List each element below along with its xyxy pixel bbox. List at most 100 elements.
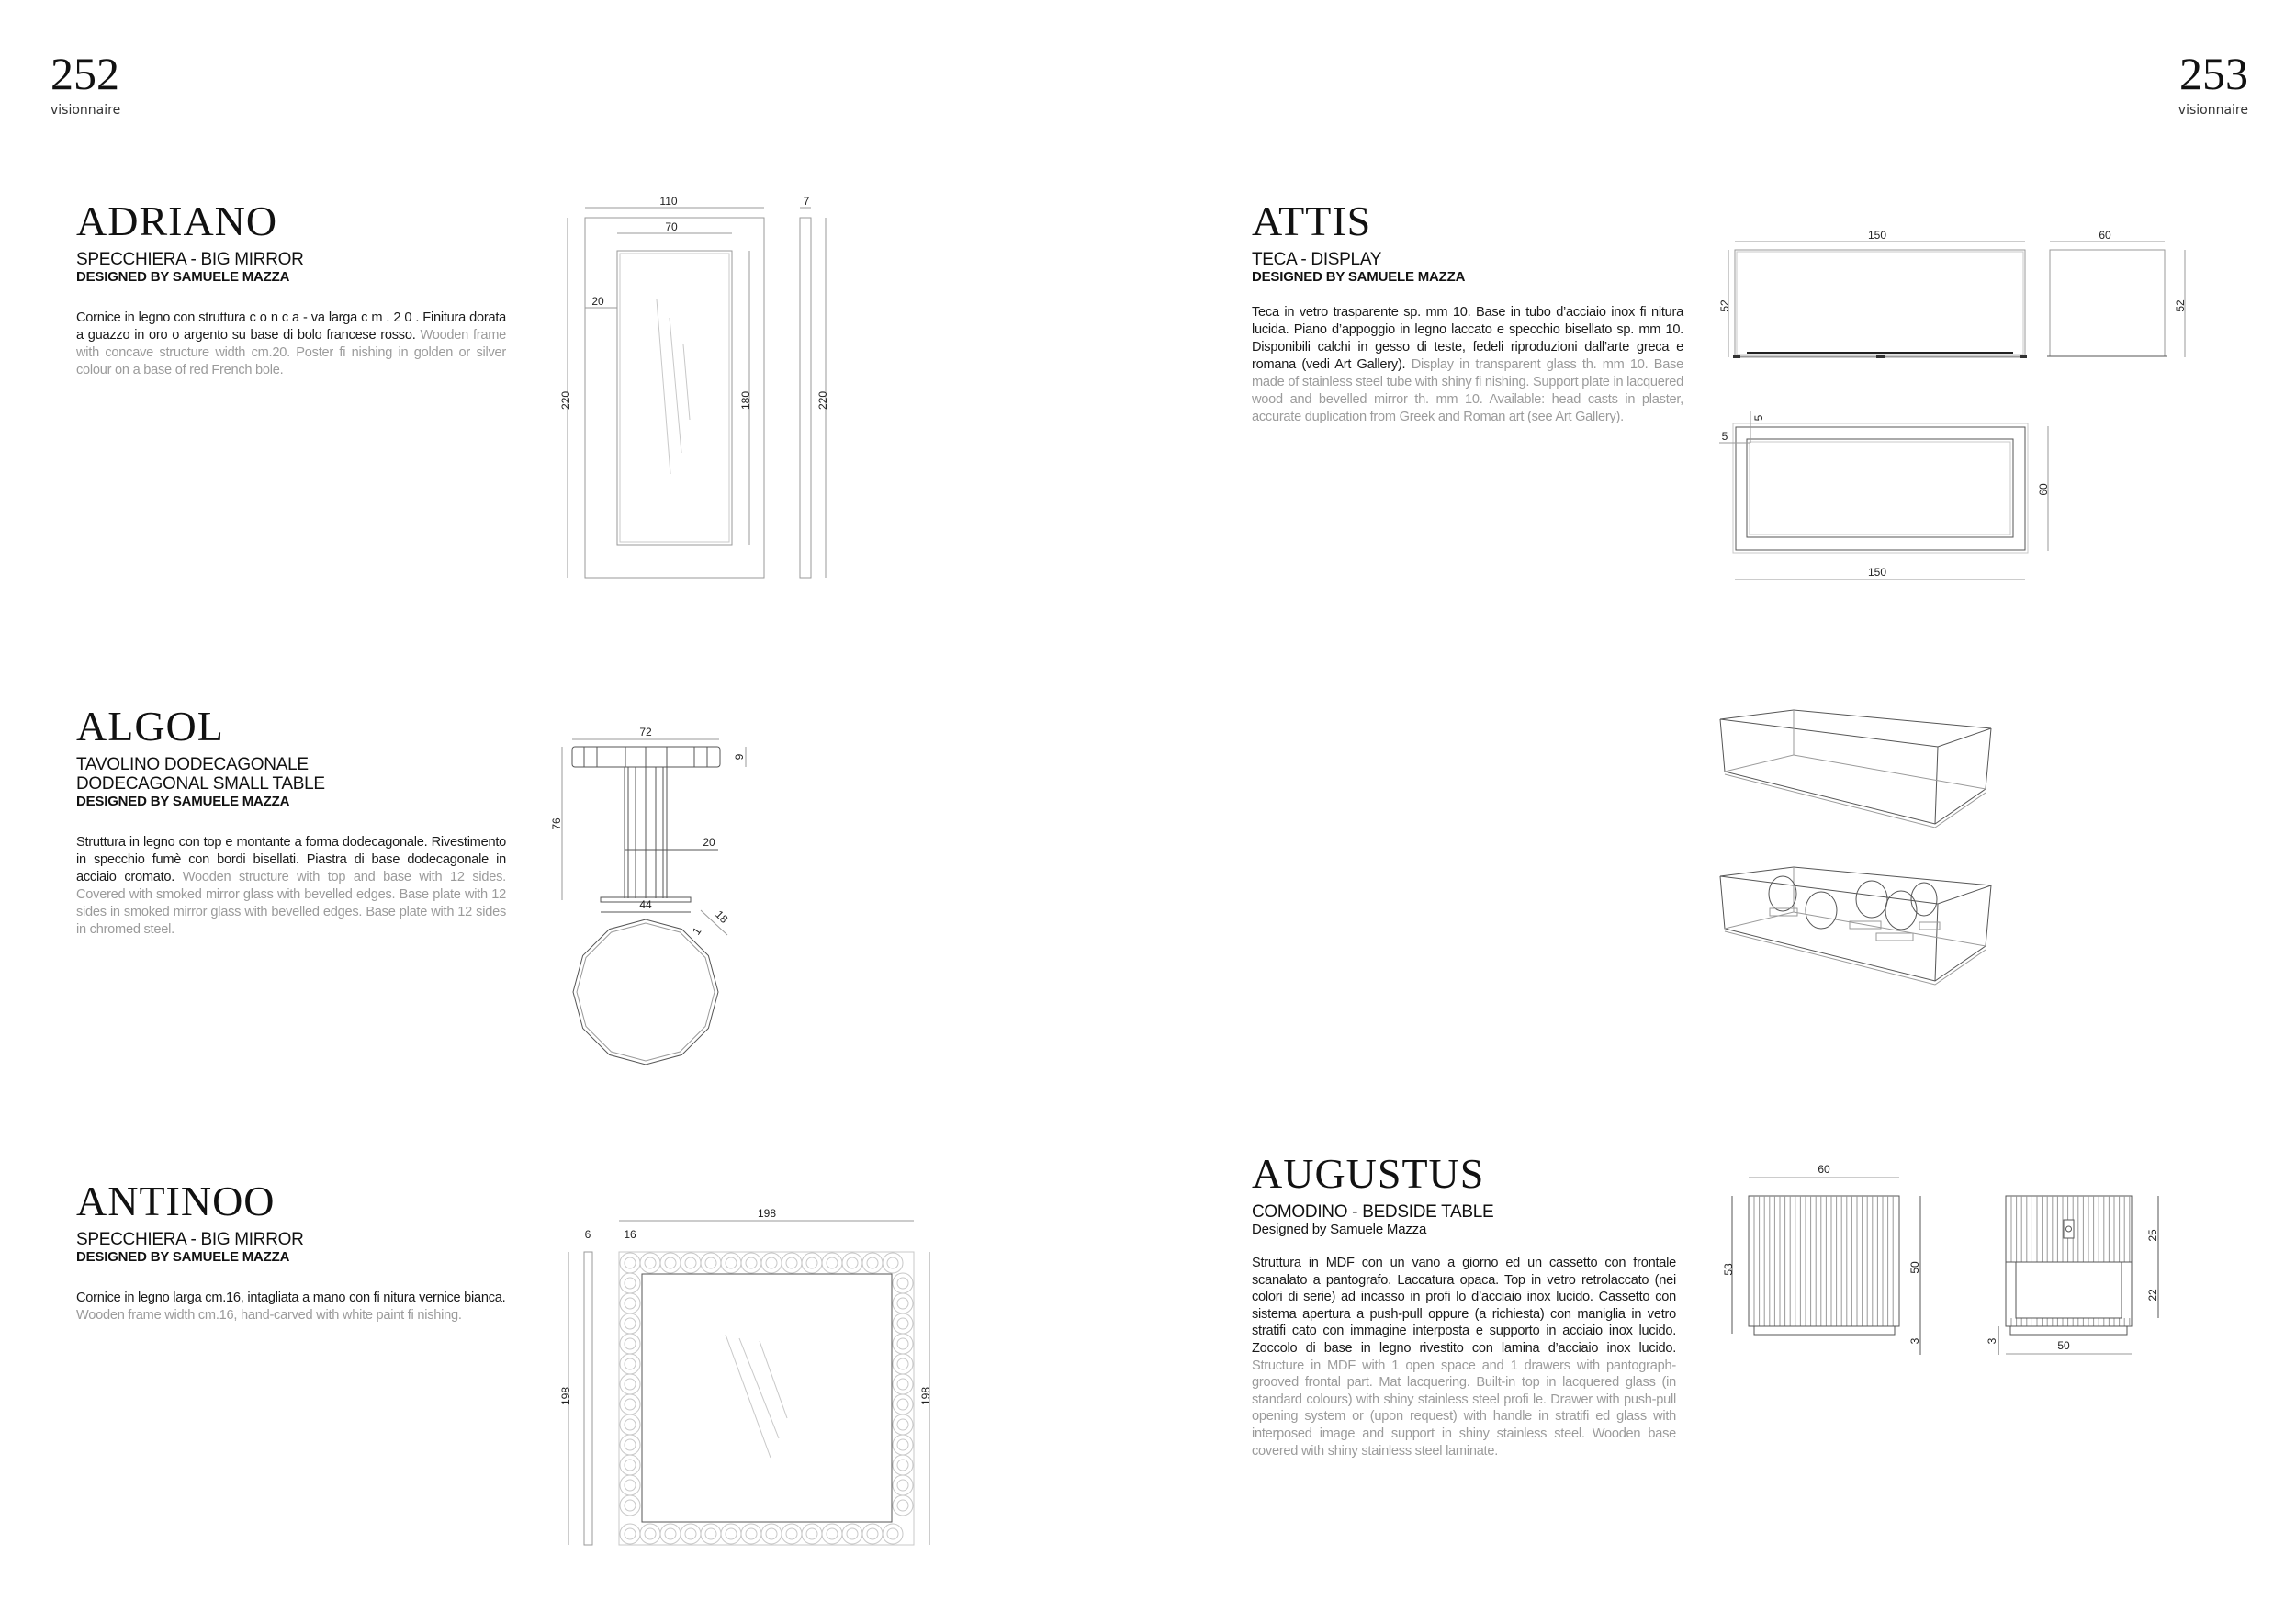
ornament-scroll — [892, 1353, 914, 1375]
ornament-scroll — [624, 1257, 636, 1269]
ornament-scroll — [624, 1337, 636, 1350]
algol-drawing: 72 9 76 20 44 18 1 — [550, 726, 747, 1065]
description-italian: Cornice in legno con struttura c o n c a… — [76, 310, 506, 343]
base-plate — [600, 896, 692, 903]
ornament-scroll — [896, 1378, 909, 1391]
display-perspective-heads — [1719, 866, 1992, 986]
ornament-scroll — [704, 1257, 717, 1269]
ornament-scroll — [624, 1459, 636, 1471]
ornament-scroll — [680, 1252, 702, 1274]
ornament-scroll — [892, 1393, 914, 1415]
description-english: Wooden structure with top and base with … — [76, 870, 506, 937]
ornament-scroll — [619, 1292, 641, 1314]
ornament-scroll — [624, 1378, 636, 1391]
ornament-scroll — [664, 1527, 677, 1540]
product-designer: DESIGNED BY SAMUELE MAZZA — [76, 269, 290, 285]
base-plate — [1724, 930, 1986, 986]
reflection-line — [725, 1334, 771, 1459]
head-cast — [1910, 882, 1938, 917]
ornament-scroll — [886, 1527, 899, 1540]
glass-edge — [1934, 746, 1939, 825]
product-description: Struttura in legno con top e montante a … — [76, 834, 506, 939]
dimension-depth: 6 — [585, 1228, 591, 1241]
mirror-bevel — [619, 253, 730, 543]
product-subtitle: COMODINO - BEDSIDE TABLE — [1252, 1202, 1494, 1222]
dimension-line — [700, 909, 728, 936]
ornament-scroll — [684, 1527, 697, 1540]
ornament-scroll — [725, 1257, 737, 1269]
product-antinoo: ANTINOO SPECCHIERA - BIG MIRROR DESIGNED… — [76, 1180, 506, 1324]
ornament-scroll — [841, 1523, 863, 1545]
ornament-scroll — [659, 1523, 681, 1545]
ornament-scroll — [821, 1523, 843, 1545]
ornament-scroll — [821, 1252, 843, 1274]
dimension-height: 52 — [1718, 299, 1731, 312]
head-cast — [1768, 875, 1797, 912]
drawer-handle-icon[interactable] — [2063, 1219, 2075, 1239]
ornament-scroll — [680, 1523, 702, 1545]
carved-ornament-border — [619, 1252, 914, 1545]
glass-edge — [1736, 251, 2024, 355]
ornament-scroll — [846, 1257, 859, 1269]
ornament-scroll — [740, 1523, 762, 1545]
ornament-scroll — [624, 1499, 636, 1512]
table-stem — [624, 767, 668, 898]
base-plinth — [1753, 1325, 1896, 1336]
product-subtitle-english: DODECAGONAL SMALL TABLE — [76, 774, 325, 794]
ornament-scroll — [619, 1333, 641, 1355]
glass-back-edge — [1724, 710, 1795, 772]
ornament-scroll — [644, 1257, 657, 1269]
product-designer: DESIGNED BY SAMUELE MAZZA — [76, 794, 290, 809]
brand-label-left: visionnaire — [51, 103, 121, 118]
dimension-drawer: 25 — [2146, 1229, 2159, 1242]
display-plan-outer — [1732, 423, 2029, 554]
ornament-scroll — [664, 1257, 677, 1269]
ornament-scroll — [866, 1527, 879, 1540]
ornament-scroll — [896, 1358, 909, 1370]
dimension-height-side: 52 — [2174, 299, 2187, 312]
mirror-side-view — [799, 217, 812, 579]
dimension-top-thickness: 9 — [733, 753, 746, 760]
ornament-scroll — [896, 1317, 909, 1330]
dimension-width: 60 — [1818, 1163, 1830, 1176]
dimension-inner-height: 180 — [739, 391, 752, 410]
glass-back-edge — [1793, 911, 1986, 947]
ornament-scroll — [619, 1414, 641, 1436]
product-subtitle: TECA - DISPLAY — [1252, 250, 1382, 269]
product-subtitle: SPECCHIERA - BIG MIRROR — [76, 1230, 304, 1249]
ornament-scroll — [619, 1434, 641, 1456]
dimension-height-right: 198 — [919, 1387, 932, 1405]
ornament-scroll — [886, 1257, 899, 1269]
ornament-scroll — [892, 1454, 914, 1476]
dimension-base: 44 — [639, 898, 652, 911]
ornament-scroll — [892, 1333, 914, 1355]
dimension-inner-width: 70 — [665, 220, 678, 233]
dimension-frame: 16 — [624, 1228, 636, 1241]
ornament-scroll — [624, 1358, 636, 1370]
head-base — [1875, 932, 1914, 941]
ornament-scroll — [826, 1257, 838, 1269]
ornament-scroll — [882, 1252, 904, 1274]
product-title: ANTINOO — [76, 1178, 276, 1224]
dimension-height: 76 — [550, 817, 563, 830]
description-italian: Cornice in legno larga cm.16, intagliata… — [76, 1291, 506, 1305]
dimension-height: 198 — [559, 1387, 572, 1405]
ornament-scroll — [745, 1527, 758, 1540]
dimension-side: 18 — [713, 907, 731, 926]
product-augustus: AUGUSTUS COMODINO - BEDSIDE TABLE Design… — [1252, 1153, 1676, 1460]
reflection-line — [738, 1337, 780, 1439]
adriano-drawing: 110 70 20 220 180 7 220 — [559, 195, 829, 579]
ornament-scroll — [619, 1393, 641, 1415]
ornament-scroll — [801, 1252, 823, 1274]
brand-label-right: visionnaire — [2178, 103, 2248, 118]
dimension-stem: 20 — [703, 836, 715, 849]
dimension-border-a: 5 — [1722, 430, 1728, 443]
ornament-scroll — [866, 1257, 879, 1269]
ornament-scroll — [720, 1252, 742, 1274]
product-attis: ATTIS TECA - DISPLAY DESIGNED BY SAMUELE… — [1252, 200, 1683, 426]
product-designer: Designed by Samuele Mazza — [1252, 1222, 1427, 1237]
ornament-scroll — [861, 1252, 884, 1274]
reflection-line — [656, 299, 671, 475]
ornament-scroll — [896, 1277, 909, 1290]
glass-edges — [1719, 718, 1992, 825]
